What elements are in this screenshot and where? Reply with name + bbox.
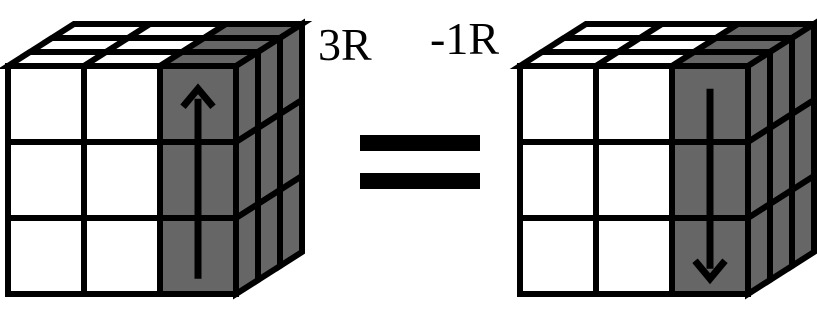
side-sticker xyxy=(277,170,305,272)
front-sticker xyxy=(5,215,87,297)
front-sticker xyxy=(81,215,163,297)
equals-bar-top xyxy=(360,135,480,151)
front-sticker xyxy=(5,139,87,221)
cube-3r xyxy=(0,18,313,300)
equals-sign xyxy=(360,135,480,189)
cube-minus-1r xyxy=(509,18,817,300)
arrow-down-icon xyxy=(692,88,728,285)
side-sticker xyxy=(255,184,283,286)
front-sticker xyxy=(5,63,87,145)
side-sticker xyxy=(767,184,795,286)
arrow-up-icon xyxy=(180,83,216,279)
equals-bar-bottom xyxy=(360,173,480,189)
side-sticker xyxy=(233,198,261,300)
front-sticker xyxy=(81,63,163,145)
front-sticker xyxy=(593,139,675,221)
side-sticker xyxy=(789,170,817,272)
front-sticker xyxy=(517,139,599,221)
move-label-3r: 3R xyxy=(318,19,372,70)
front-sticker xyxy=(81,139,163,221)
move-label-minus-1r: -1R xyxy=(430,13,499,64)
front-sticker xyxy=(517,215,599,297)
front-sticker xyxy=(593,63,675,145)
side-sticker xyxy=(745,198,773,300)
front-sticker xyxy=(593,215,675,297)
front-sticker xyxy=(517,63,599,145)
